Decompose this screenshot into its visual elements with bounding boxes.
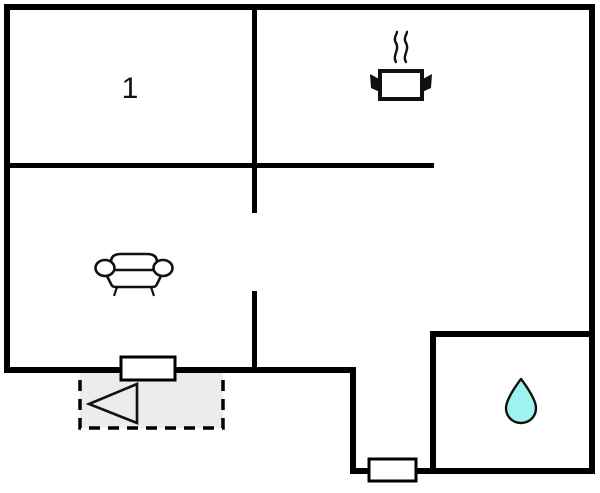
wall-corridor-left [350, 367, 356, 474]
sofa-icon [94, 252, 174, 297]
wall-interior-horizontal [4, 163, 434, 168]
terrace-door[interactable] [119, 355, 177, 382]
wall-top-exterior [4, 4, 595, 10]
water-drop-shape [504, 377, 538, 425]
wall-interior-vertical-bottom [252, 291, 257, 371]
wall-pool-top [430, 331, 591, 337]
room-number-label: 1 [122, 72, 139, 105]
wall-interior-vertical-top [252, 4, 257, 213]
terrace-door-leaf[interactable] [119, 355, 177, 382]
wall-pool-left [430, 333, 436, 474]
wall-left-exterior [4, 4, 10, 373]
wall-pool-bottom [430, 468, 593, 474]
wall-bottom-house [4, 367, 356, 373]
wall-right-exterior [589, 4, 595, 474]
water-drop-icon [504, 377, 538, 425]
cooking-pot-icon [370, 30, 432, 101]
entrance-door[interactable] [367, 457, 418, 483]
entrance-door-leaf[interactable] [367, 457, 418, 483]
view-direction-icon [85, 382, 139, 425]
